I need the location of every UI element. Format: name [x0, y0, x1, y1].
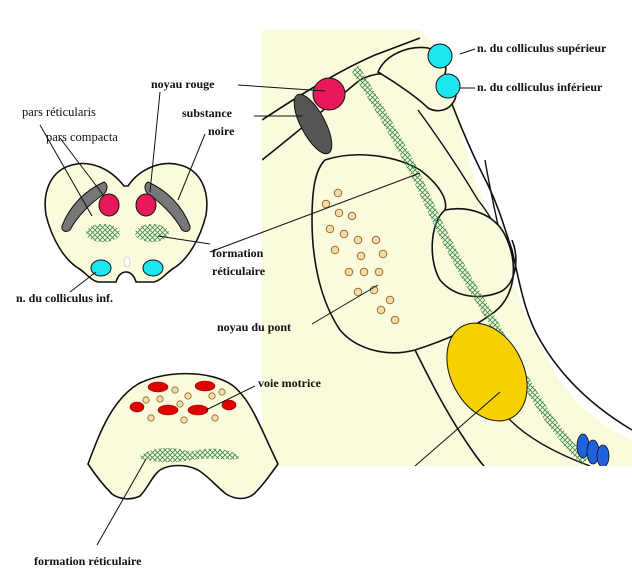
pontine-nuclei-cs — [142, 386, 226, 424]
label-pars-compacta: pars compacta — [46, 130, 118, 144]
reticular-formation-band — [351, 65, 589, 466]
substantia-nigra-left — [61, 181, 108, 232]
pons-cross-section — [87, 372, 279, 500]
motor-tracts — [129, 380, 237, 416]
superior-colliculus-nucleus — [427, 43, 453, 69]
label-noyau-du-pont: noyau du pont — [217, 320, 291, 334]
inferior-colliculus-nucleus — [435, 73, 461, 99]
label-colliculus-inferieur: n. du colliculus inférieur — [477, 80, 603, 94]
label-voie-motrice: voie motrice — [258, 376, 322, 390]
label-pars-reticularis: pars réticularis — [22, 105, 96, 119]
dorsal-contour — [451, 103, 632, 431]
pontine-nuclei-sagittal — [321, 188, 400, 325]
reticular-formation-left — [86, 224, 120, 242]
label-noyau-rouge: noyau rouge — [151, 77, 215, 91]
substantia-nigra-sagittal — [293, 93, 333, 155]
label-formation-reticulaire-bottom: formation réticulaire — [34, 554, 142, 568]
pons-cs-outline — [87, 372, 279, 500]
pons-reticular-arch — [138, 448, 240, 463]
leader-lines — [39, 48, 501, 546]
reticular-formation-right — [135, 224, 169, 242]
inferior-colliculus-right — [142, 259, 164, 277]
label-reticulaire: réticulaire — [212, 264, 266, 278]
midbrain-cross-section — [44, 162, 208, 283]
tegmentum-bump — [431, 209, 517, 298]
sagittal-section — [262, 30, 632, 466]
label-colliculus-inf-short: n. du colliculus inf. — [16, 291, 113, 305]
label-substance: substance — [182, 106, 233, 120]
aqueduct — [123, 256, 131, 268]
red-nucleus-sagittal — [312, 77, 346, 111]
label-noire: noire — [208, 124, 235, 138]
label-colliculus-superieur: n. du colliculus supérieur — [477, 41, 607, 55]
medulla-contour — [414, 349, 485, 466]
red-nucleus-left — [98, 193, 120, 217]
blue-nucleus-3 — [596, 444, 610, 466]
label-formation: formation — [212, 246, 264, 260]
red-nucleus-right — [135, 193, 157, 217]
olivary-nucleus — [446, 322, 528, 422]
